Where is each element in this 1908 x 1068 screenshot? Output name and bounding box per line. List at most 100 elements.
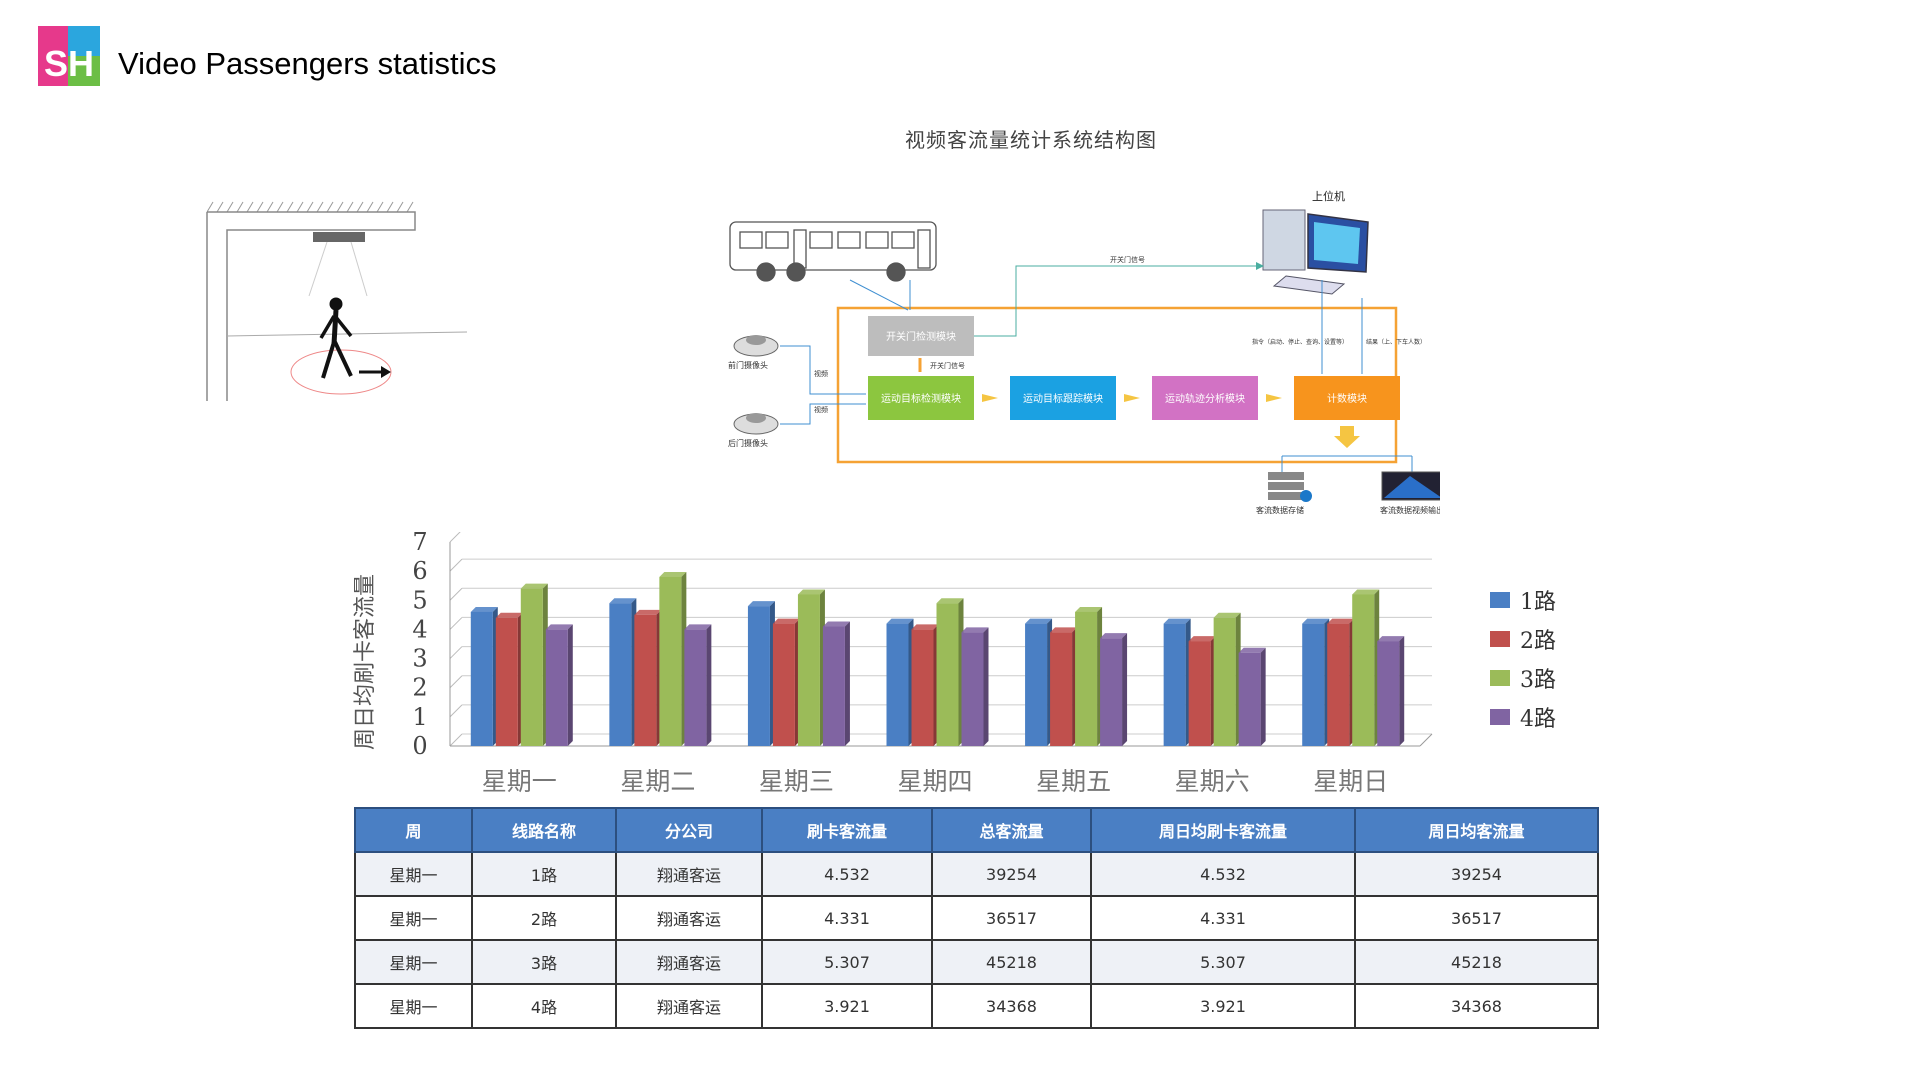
chart-x-ticks: 星期一星期二星期三星期四星期五星期六星期日 [482,767,1388,796]
bar-top [609,598,637,604]
bar [911,629,934,746]
bar [1377,641,1400,746]
table-cell: 36517 [1354,895,1599,941]
legend-swatch [1490,709,1510,725]
rear-camera-label: 后门摄像头 [728,438,768,448]
bus-icon [729,221,937,282]
table-header-cell: 线路名称 [471,807,617,853]
bar-side [1399,636,1405,746]
legend-label: 2路 [1520,629,1556,654]
table-header-row: 周 线路名称 分公司 刷卡客流量 总客流量 周日均刷卡客流量 周日均客流量 [354,807,1599,853]
bar [609,603,632,746]
legend-item: 4路 [1490,701,1556,733]
grid-line-slant [449,675,463,689]
table-header-cell: 分公司 [615,807,763,853]
bar [822,626,845,746]
table-cell: 2路 [471,895,617,941]
table-cell: 星期一 [354,895,473,941]
table-cell: 45218 [931,939,1092,985]
track-module-box [1010,376,1116,420]
bar [1163,623,1186,746]
page-title: Video Passengers statistics [118,46,497,81]
table-cell: 4.532 [1090,851,1356,897]
bar-top [659,571,687,577]
bar [1302,623,1325,746]
table-header-cell: 总客流量 [931,807,1092,853]
bar-top [1327,618,1355,624]
count-module-box [1294,376,1400,420]
bar-top [495,612,523,618]
bar-top [1302,618,1330,624]
bar-top [545,624,573,630]
legend-label: 3路 [1520,668,1556,693]
bar [747,606,770,746]
table-row: 星期一 2路 翔通客运 4.331 36517 4.331 36517 [354,895,1599,941]
table-cell: 45218 [1354,939,1599,985]
pedestrian-icon [319,297,353,379]
grid-line-slant [449,558,463,572]
grid-line-slant [449,733,463,747]
y-tick-label: 7 [412,532,427,556]
bar-top [1238,647,1266,653]
rear-camera-icon [733,413,779,435]
legend-label: 1路 [1520,590,1556,615]
door-detect-box [868,316,974,356]
legend-label: 4路 [1520,707,1556,732]
table-cell: 5.307 [1090,939,1356,985]
table-row: 星期一 3路 翔通客运 5.307 45218 5.307 45218 [354,939,1599,985]
bar-side [844,621,850,746]
bar [1050,632,1073,746]
table-cell: 4路 [471,983,617,1029]
bar-top [1163,618,1191,624]
table-cell: 星期一 [354,983,473,1029]
x-tick-label: 星期三 [759,767,834,796]
bar-top [772,618,800,624]
table-cell: 4.532 [761,851,933,897]
table-cell: 5.307 [761,939,933,985]
bar-top [911,624,939,630]
bar [1213,617,1236,746]
legend-item: 3路 [1490,662,1556,694]
table-cell: 3.921 [761,983,933,1029]
x-tick-label: 星期日 [1313,767,1388,796]
table-cell: 星期一 [354,939,473,985]
y-tick-label: 5 [412,586,427,614]
y-tick-label: 1 [412,703,427,731]
grid-line-slant [449,646,463,659]
front-camera-icon [733,335,779,357]
bar-side [1122,633,1128,746]
bar [936,603,959,746]
bar [1352,594,1375,746]
door-signal-label-2: 开关门信号 [930,361,965,370]
count-module-label: 计数模块 [1327,392,1367,405]
ceiling-hatch [206,201,414,213]
grid-line-slant [449,532,461,543]
bar [470,611,493,746]
grid-line-slant [449,704,463,718]
bar-chart: 01234567 星期一星期二星期三星期四星期五星期六星期日 周日均刷卡客流量 [353,532,1433,796]
bar-top [1075,606,1103,612]
door-detect-label: 开关门检测模块 [886,330,956,343]
bar [1188,641,1211,746]
door-signal-label: 开关门信号 [1110,255,1145,264]
storage-label: 客流数据存储 [1256,505,1304,515]
video-label-2: 视频 [814,405,828,414]
bar-side [1260,647,1266,746]
x-tick-label: 星期二 [620,767,695,796]
x-tick-label: 星期四 [897,767,972,796]
system-structure-diagram: 上位机 开关门检测模块 开关门信号 开关门信号 运动目标检测模块 运动目标跟踪模… [728,189,1440,515]
computer-icon [1262,209,1369,295]
table-header-cell: 周 [354,807,473,853]
bar-top [684,624,712,630]
bar [520,588,543,746]
bar-top [1025,618,1053,624]
legend-item: 2路 [1490,623,1556,655]
sh-logo: SH [38,26,100,86]
table-cell: 34368 [931,983,1092,1029]
detect-module-label: 运动目标检测模块 [881,392,961,405]
table-cell: 翔通客运 [615,939,763,985]
host-label: 上位机 [1312,189,1345,203]
legend-swatch [1490,631,1510,647]
bar-top [470,606,498,612]
